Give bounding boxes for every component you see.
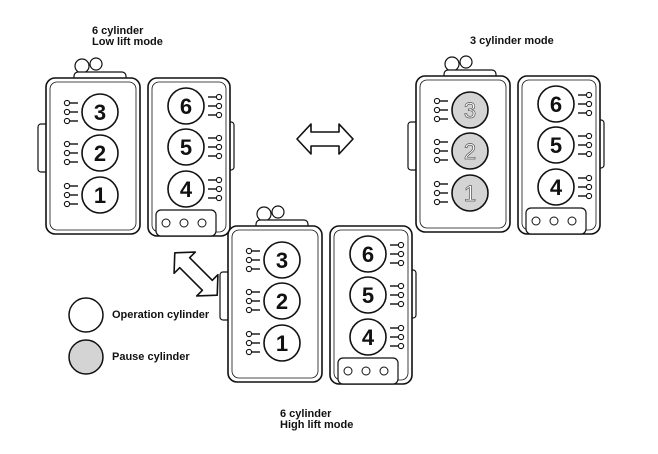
legend-pause-label: Pause cylinder	[112, 351, 190, 363]
cylinder-2-label: 2	[464, 139, 476, 164]
cylinder-4-label: 4	[550, 175, 563, 200]
caption-low-lift: 6 cylinder Low lift mode	[92, 26, 163, 48]
cylinder-3-label: 3	[464, 98, 476, 123]
cylinder-6-label: 6	[550, 92, 562, 117]
engine-three-cylinder: 3 2 1 6 5 4	[407, 55, 605, 235]
cylinder-5-low-lift	[167, 128, 205, 166]
caption-high-lift-line2: High lift mode	[280, 419, 354, 431]
cylinder-1-label: 1	[464, 181, 476, 206]
cylinder-5-label: 5	[180, 135, 192, 160]
legend-pause-swatch	[68, 339, 104, 375]
cylinder-1-low-lift	[81, 176, 119, 214]
cylinder-3-label: 3	[94, 100, 106, 125]
cylinder-4-label: 4	[362, 325, 375, 350]
engine-low-lift: 3 2 1 6 5 4	[37, 57, 235, 237]
cylinder-6-high-lift	[349, 235, 387, 273]
caption-high-lift-line1: 6 cylinder	[280, 408, 332, 420]
caption-low-lift-line2: Low lift mode	[92, 36, 163, 48]
double-arrow-diagonal-icon	[173, 251, 219, 297]
caption-three-cylinder: 3 cylinder mode	[470, 36, 554, 47]
cylinder-5-label: 5	[362, 283, 374, 308]
legend-operation-swatch	[68, 297, 104, 333]
cylinder-4-high-lift	[349, 318, 387, 356]
legend-operation-label: Operation cylinder	[112, 309, 210, 321]
cylinder-5-three-cylinder	[537, 126, 575, 164]
cylinder-3-high-lift	[263, 241, 301, 279]
caption-high-lift: 6 cylinder High lift mode	[280, 409, 353, 431]
cylinder-1-label: 1	[94, 183, 106, 208]
cylinder-3-three-cylinder	[451, 91, 489, 129]
cylinder-4-three-cylinder	[537, 168, 575, 206]
cylinder-6-label: 6	[362, 242, 374, 267]
cylinder-1-three-cylinder	[451, 174, 489, 212]
caption-three-cylinder-line1: 3 cylinder mode	[470, 35, 554, 47]
cylinder-2-low-lift	[81, 134, 119, 172]
cylinder-2-label: 2	[94, 141, 106, 166]
cylinder-1-label: 1	[276, 331, 288, 356]
cylinder-2-label: 2	[276, 289, 288, 314]
cylinder-3-low-lift	[81, 93, 119, 131]
cylinder-5-high-lift	[349, 276, 387, 314]
cylinder-6-three-cylinder	[537, 85, 575, 123]
cylinder-6-low-lift	[167, 87, 205, 125]
engine-high-lift: 3 2 1 6 5 4	[219, 205, 417, 385]
cylinder-6-label: 6	[180, 94, 192, 119]
caption-low-lift-line1: 6 cylinder	[92, 25, 144, 37]
cylinder-3-label: 3	[276, 248, 288, 273]
double-arrow-horizontal-icon	[296, 123, 354, 155]
cylinder-2-three-cylinder	[451, 132, 489, 170]
cylinder-4-label: 4	[180, 177, 193, 202]
cylinder-1-high-lift	[263, 324, 301, 362]
cylinder-2-high-lift	[263, 282, 301, 320]
cylinder-4-low-lift	[167, 170, 205, 208]
cylinder-5-label: 5	[550, 133, 562, 158]
